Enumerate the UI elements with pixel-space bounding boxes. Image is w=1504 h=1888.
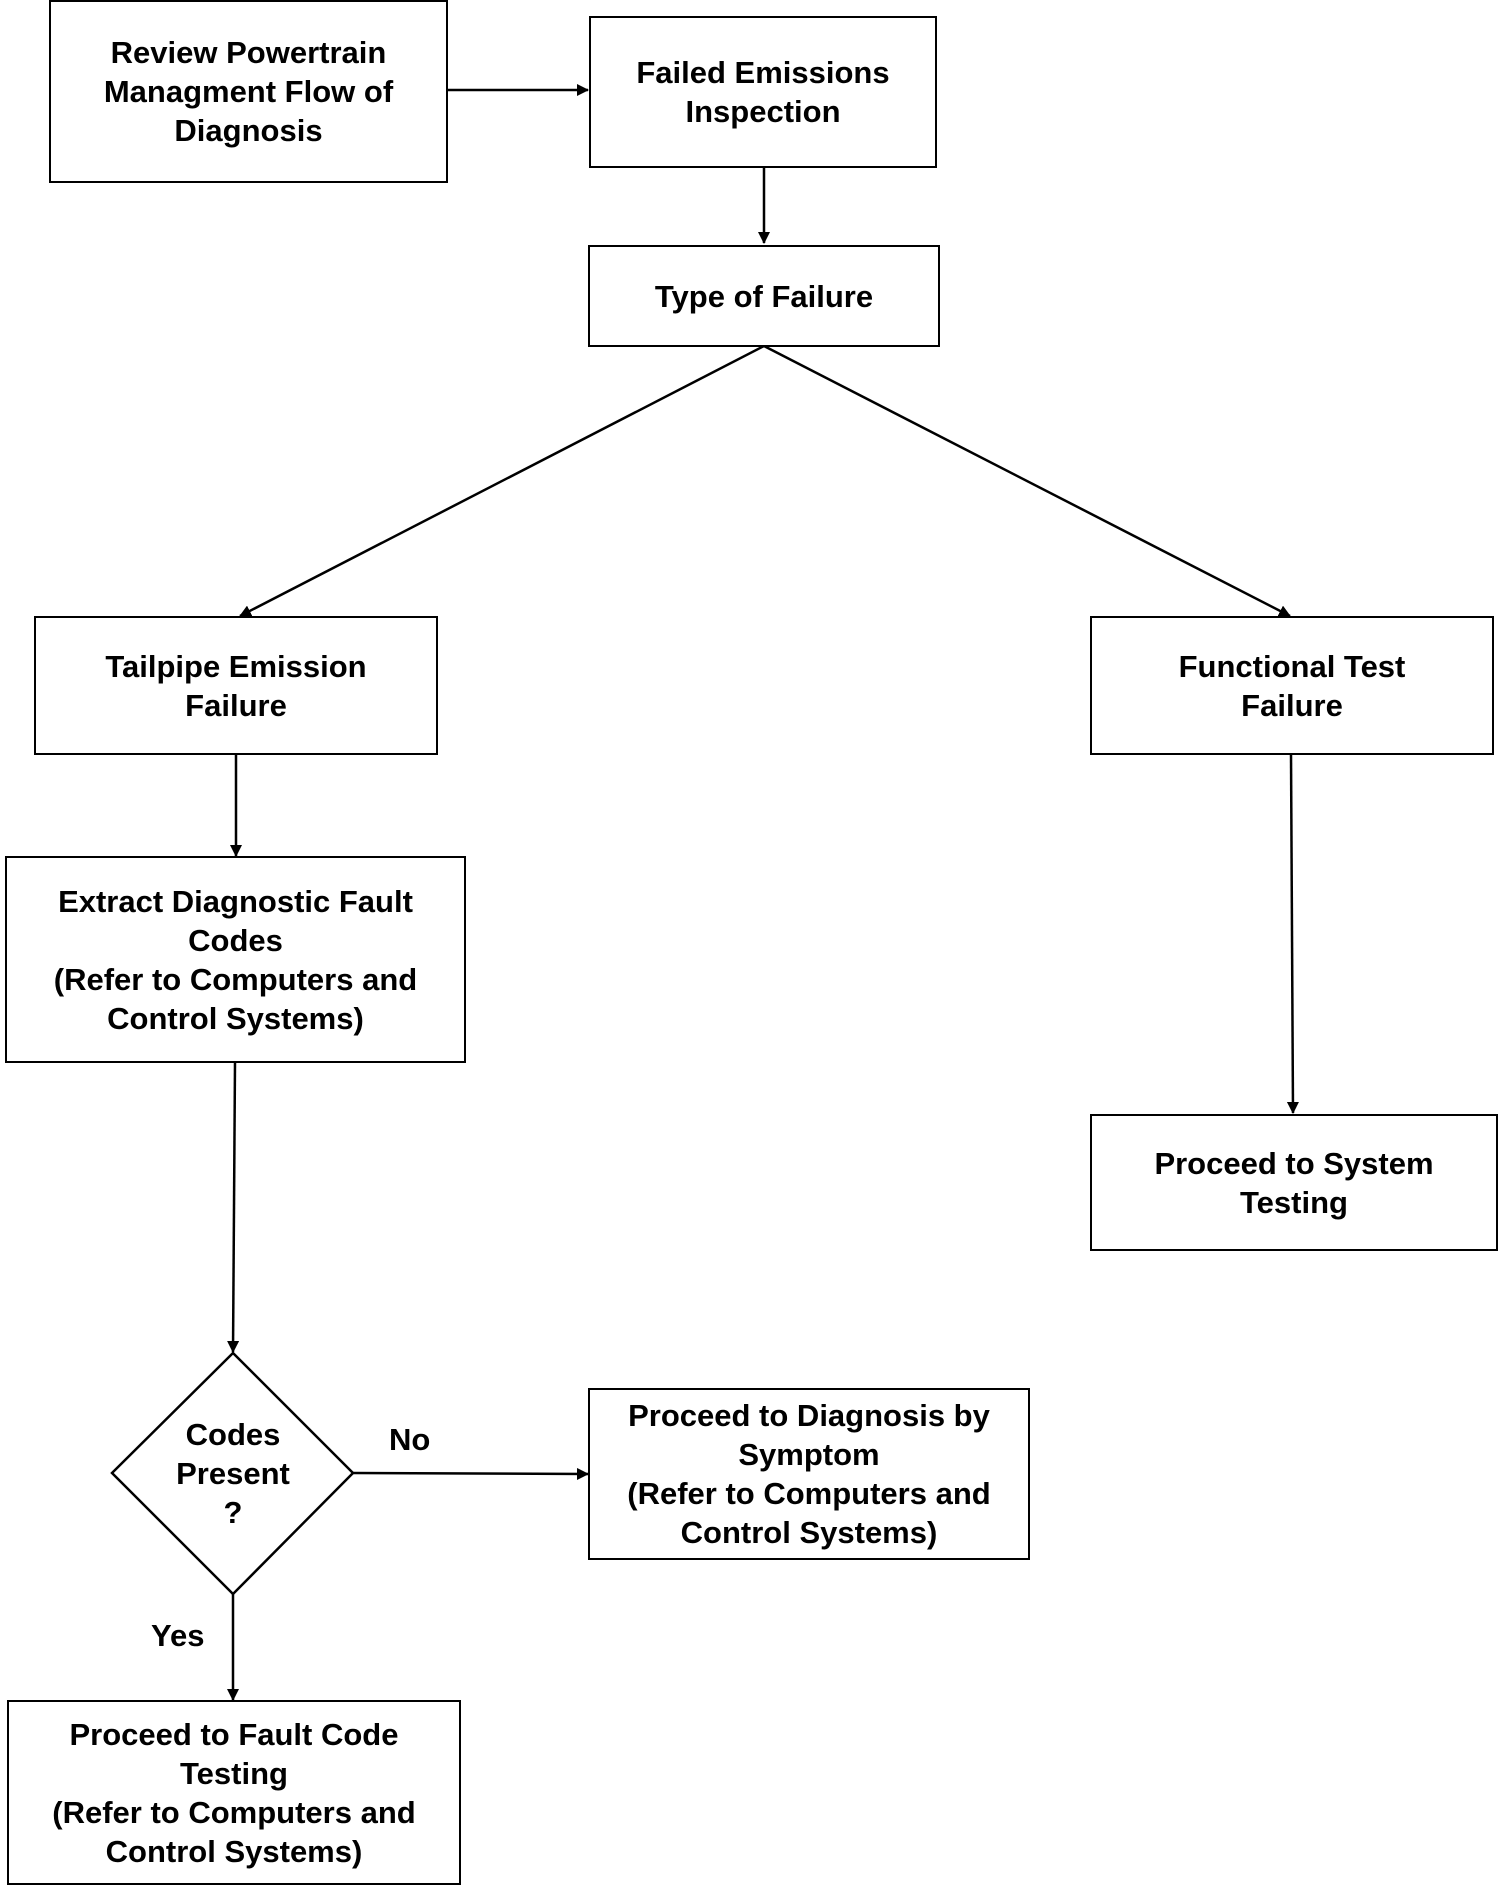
functional-line-1: Functional Test: [1178, 648, 1406, 684]
fault-code-line-2: Testing: [180, 1755, 288, 1791]
no-label: No: [389, 1422, 431, 1457]
diagnosis-by-symptom-box: Proceed to Diagnosis by Symptom (Refer t…: [588, 1388, 1030, 1560]
arrow-type-to-functional: [763, 344, 1291, 618]
review-powertrain-box: Review Powertrain Managment Flow of Diag…: [49, 0, 448, 183]
extract-line-2: Codes: [188, 922, 283, 958]
codes-present-line-1: Codes: [185, 1416, 281, 1452]
symptom-line-1: Proceed to Diagnosis by: [628, 1398, 990, 1433]
failed-emissions-line-2: Inspection: [685, 94, 841, 129]
functional-line-2: Failure: [1241, 687, 1343, 723]
extract-line-4: Control Systems): [107, 1000, 364, 1036]
fault-code-line-4: Control Systems): [105, 1833, 363, 1869]
codes-present-line-2: Present: [176, 1455, 290, 1491]
codes-present-label: Codes Present ?: [152, 1413, 314, 1533]
tailpipe-emission-box: Tailpipe Emission Failure: [34, 616, 438, 755]
tailpipe-line-2: Failure: [185, 687, 287, 723]
system-testing-line-2: Testing: [1240, 1184, 1348, 1220]
system-testing-line-1: Proceed to System: [1154, 1145, 1434, 1181]
type-of-failure-box: Type of Failure: [588, 245, 940, 347]
tailpipe-line-1: Tailpipe Emission: [105, 648, 367, 684]
arrow-type-to-tailpipe: [239, 344, 765, 618]
system-testing-box: Proceed to System Testing: [1090, 1114, 1498, 1251]
extract-line-1: Extract Diagnostic Fault: [58, 883, 413, 919]
symptom-line-3: (Refer to Computers and: [627, 1476, 991, 1511]
extract-codes-box: Extract Diagnostic Fault Codes (Refer to…: [5, 856, 466, 1063]
review-line-1: Review Powertrain: [110, 35, 387, 70]
arrow-decision-no: [352, 1467, 589, 1480]
fault-code-line-3: (Refer to Computers and: [52, 1794, 416, 1830]
review-line-3: Diagnosis: [174, 113, 323, 148]
fault-code-line-1: Proceed to Fault Code: [69, 1716, 399, 1752]
failed-emissions-line-1: Failed Emissions: [636, 55, 890, 90]
functional-test-box: Functional Test Failure: [1090, 616, 1494, 755]
arrow-extract-to-decision: [227, 1061, 240, 1353]
extract-line-3: (Refer to Computers and: [53, 961, 418, 997]
arrow-functional-to-system-testing: [1286, 753, 1299, 1114]
review-line-2: Managment Flow of: [103, 74, 394, 109]
type-of-failure-line-1: Type of Failure: [654, 278, 874, 314]
yes-label: Yes: [151, 1618, 205, 1653]
decision-diamond: [110, 1351, 355, 1596]
fault-code-testing-box: Proceed to Fault Code Testing (Refer to …: [7, 1700, 461, 1885]
symptom-line-2: Symptom: [738, 1437, 880, 1472]
codes-present-line-3: ?: [223, 1494, 243, 1530]
failed-emissions-box: Failed Emissions Inspection: [589, 16, 937, 168]
symptom-line-4: Control Systems): [680, 1515, 938, 1550]
